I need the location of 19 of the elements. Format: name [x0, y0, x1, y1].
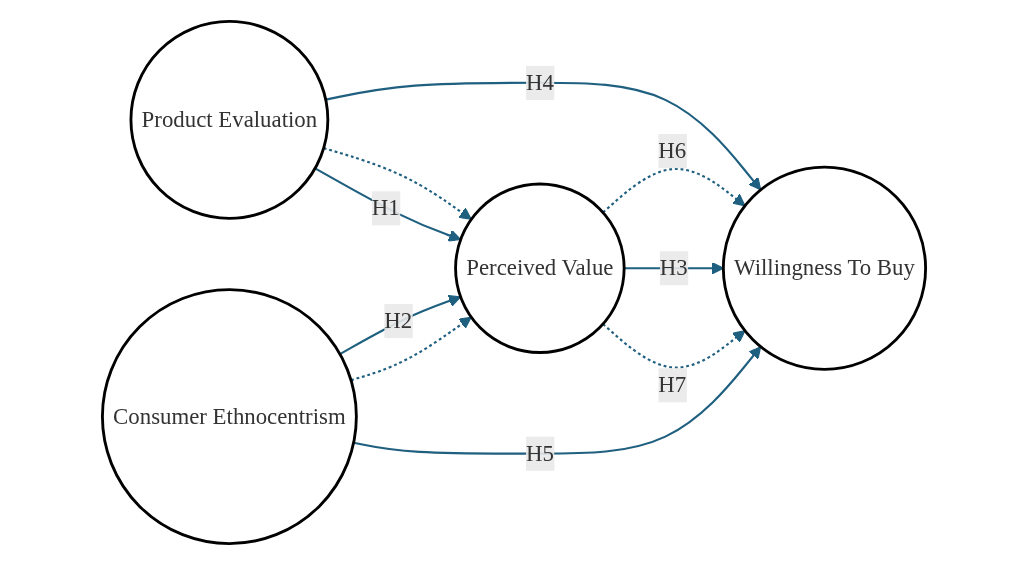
- edge-label: H1: [372, 195, 401, 220]
- edge-label: H3: [660, 255, 689, 280]
- node-circle: Willingness To Buy: [722, 165, 928, 371]
- arrow: [351, 316, 473, 382]
- arrow: [353, 346, 762, 455]
- edge-label: H2: [384, 308, 413, 333]
- node-circle: Perceived Value: [454, 182, 627, 354]
- node-circle: Product Evaluation: [130, 20, 330, 220]
- arrow: [315, 167, 462, 242]
- edge-label: H4: [526, 69, 555, 95]
- edge-label: H6: [658, 138, 687, 163]
- arrow: [323, 147, 473, 220]
- edge-label: H7: [658, 372, 687, 397]
- arrow: [602, 167, 746, 214]
- arrow: [602, 323, 746, 369]
- arrow: [339, 294, 462, 356]
- node-circle: Consumer Ethnocentrism: [101, 288, 359, 545]
- arrow: [326, 81, 762, 191]
- edge-label: H5: [526, 440, 555, 466]
